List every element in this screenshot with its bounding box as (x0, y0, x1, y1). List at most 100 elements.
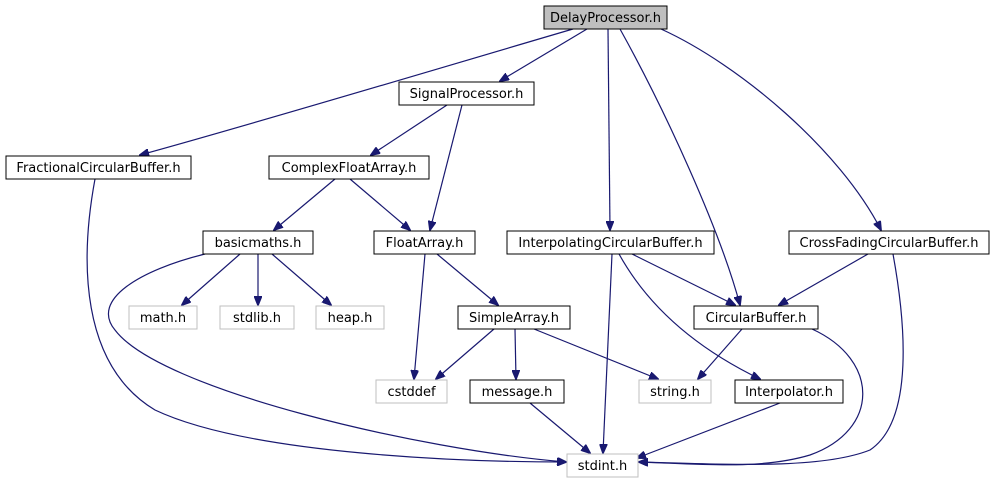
node-box (315, 305, 385, 330)
edge-interpolatingcircularbuffer-to-stdint (603, 253, 613, 453)
node-box (128, 305, 198, 330)
node-box (543, 5, 668, 30)
edge-arrow (140, 28, 574, 155)
node-label: stdint.h (578, 459, 627, 474)
node-floatarray[interactable]: FloatArray.h (373, 230, 476, 255)
edge-complexfloatarray-to-basicmaths (274, 178, 336, 230)
node-label: CircularBuffer.h (706, 311, 807, 326)
node-box (566, 453, 639, 478)
edge-simplearray-to-message (515, 328, 516, 379)
node-box (5, 155, 192, 180)
node-cstddef: cstddef (375, 379, 448, 404)
edge-arrow (271, 253, 331, 305)
node-box (693, 305, 819, 330)
node-fractionalcircularbuffer[interactable]: FractionalCircularBuffer.h (5, 155, 192, 180)
node-message[interactable]: message.h (469, 379, 565, 404)
node-heap: heap.h (315, 305, 385, 330)
node-box (219, 305, 295, 330)
edge-arrow (86, 178, 566, 462)
edge-arrow (631, 253, 735, 305)
node-circularbuffer[interactable]: CircularBuffer.h (693, 305, 819, 330)
node-label: DelayProcessor.h (550, 11, 661, 26)
edge-delayprocessor-to-fractionalcircularbuffer (140, 28, 574, 155)
node-label: Interpolator.h (745, 385, 833, 400)
edge-arrow (500, 28, 588, 81)
node-signalprocessor[interactable]: SignalProcessor.h (398, 81, 535, 106)
edge-arrow (274, 178, 336, 230)
edge-arrow (698, 328, 743, 379)
node-label: heap.h (328, 311, 373, 326)
edge-arrow (529, 402, 590, 453)
node-interpolator[interactable]: Interpolator.h (734, 379, 844, 404)
edge-arrow (660, 28, 881, 230)
edge-signalprocessor-to-floatarray (430, 104, 463, 230)
edge-layer (86, 28, 904, 465)
node-label: FractionalCircularBuffer.h (16, 161, 180, 176)
node-box (202, 230, 314, 255)
node-string: string.h (638, 379, 712, 404)
edge-arrow (107, 253, 566, 462)
node-box (506, 230, 715, 255)
edge-message-to-stdint (529, 402, 590, 453)
edge-arrow (515, 328, 516, 379)
edge-floatarray-to-simplearray (436, 253, 498, 305)
edge-arrow (371, 104, 448, 155)
node-box (734, 379, 844, 404)
node-crossfadingcircularbuffer[interactable]: CrossFadingCircularBuffer.h (788, 230, 990, 255)
node-math: math.h (128, 305, 198, 330)
node-delayprocessor[interactable]: DelayProcessor.h (543, 5, 668, 30)
node-box (469, 379, 565, 404)
node-label: string.h (650, 385, 700, 400)
node-complexfloatarray[interactable]: ComplexFloatArray.h (268, 155, 430, 180)
node-box (788, 230, 990, 255)
node-label: CrossFadingCircularBuffer.h (800, 236, 979, 251)
edge-circularbuffer-to-stdint (639, 328, 864, 465)
node-label: SignalProcessor.h (410, 87, 524, 102)
edge-delayprocessor-to-circularbuffer (619, 28, 740, 305)
edge-signalprocessor-to-complexfloatarray (371, 104, 448, 155)
node-box (268, 155, 430, 180)
edge-basicmaths-to-stdint (107, 253, 566, 462)
edge-complexfloatarray-to-floatarray (349, 178, 410, 230)
edge-arrow (436, 328, 495, 379)
edge-arrow (436, 253, 498, 305)
edge-interpolator-to-stdint (637, 402, 781, 458)
node-label: message.h (482, 385, 553, 400)
edge-arrow (533, 328, 658, 379)
node-label: FloatArray.h (386, 236, 464, 251)
edge-arrow (608, 28, 610, 230)
node-label: cstddef (387, 385, 436, 400)
edge-arrow (603, 253, 613, 453)
node-simplearray[interactable]: SimpleArray.h (457, 305, 571, 330)
node-stdlib: stdlib.h (219, 305, 295, 330)
node-stdint: stdint.h (566, 453, 639, 478)
edge-arrow (182, 253, 241, 305)
edge-arrow (639, 253, 904, 464)
node-box (398, 81, 535, 106)
node-box (638, 379, 712, 404)
edge-delayprocessor-to-interpolatingcircularbuffer (608, 28, 610, 230)
edge-arrow (430, 104, 463, 230)
node-basicmaths[interactable]: basicmaths.h (202, 230, 314, 255)
node-interpolatingcircularbuffer[interactable]: InterpolatingCircularBuffer.h (506, 230, 715, 255)
node-layer: DelayProcessor.hSignalProcessor.hFractio… (5, 5, 990, 478)
edge-arrow (637, 402, 781, 458)
node-label: SimpleArray.h (469, 311, 559, 326)
edge-floatarray-to-cstddef (414, 253, 426, 379)
edge-fractionalcircularbuffer-to-stdint (86, 178, 566, 462)
node-label: math.h (140, 311, 186, 326)
edge-simplearray-to-cstddef (436, 328, 495, 379)
edge-interpolatingcircularbuffer-to-circularbuffer (631, 253, 735, 305)
edge-arrow (619, 28, 740, 305)
edge-interpolatingcircularbuffer-to-interpolator (618, 253, 760, 379)
edge-crossfadingcircularbuffer-to-circularbuffer (779, 253, 869, 305)
edge-basicmaths-to-heap (271, 253, 331, 305)
edge-delayprocessor-to-signalprocessor (500, 28, 588, 81)
node-label: stdlib.h (233, 311, 281, 326)
node-label: basicmaths.h (215, 236, 302, 251)
edge-arrow (639, 328, 864, 465)
edge-simplearray-to-string (533, 328, 658, 379)
edge-arrow (618, 253, 760, 379)
node-box (457, 305, 571, 330)
edge-arrow (349, 178, 410, 230)
